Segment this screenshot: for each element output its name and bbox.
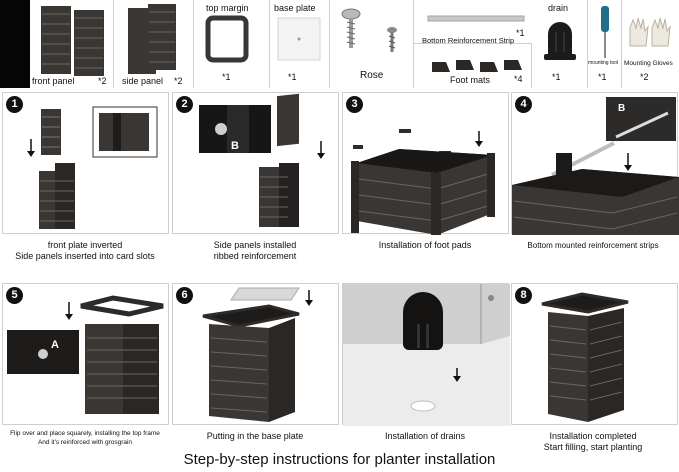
left-black-bar — [0, 0, 30, 88]
reinforcement-strip-qty: *1 — [516, 28, 525, 38]
rose-label: Rose — [360, 70, 384, 81]
step-6-caption: Putting in the base plate — [170, 431, 340, 442]
reinforcement-strip-icon — [427, 15, 525, 22]
step-7-caption: Installation of drains — [340, 431, 510, 442]
side-panel-qty: *2 — [174, 76, 183, 86]
step-6-caption-line1: Putting in the base plate — [206, 431, 304, 441]
part-top-margin: top margin *1 — [194, 0, 270, 88]
gloves-icon — [629, 17, 671, 47]
step-4-illustration: B — [512, 97, 679, 235]
foot-mats-label: Foot mats — [450, 75, 491, 85]
drain-icon — [544, 22, 576, 60]
step-2-panel: 2 B — [172, 92, 339, 234]
step-5-marker: A — [51, 339, 59, 351]
drain-qty: *1 — [552, 72, 561, 82]
side-panel-icon — [128, 4, 176, 74]
step-8-caption: Installation completed Start filling, st… — [508, 431, 678, 453]
top-margin-label: top margin — [206, 3, 249, 13]
step-2-number: 2 — [176, 96, 193, 113]
foot-mats-qty: *4 — [514, 74, 523, 84]
step-2-caption: Side panels installed ribbed reinforceme… — [170, 240, 340, 262]
mounting-tool-qty: *1 — [598, 72, 607, 82]
step-4-caption: Bottom mounted reinforcement strips — [508, 240, 678, 251]
step-1-caption: front plate inverted Side panels inserte… — [0, 240, 170, 262]
step-3-number: 3 — [346, 96, 363, 113]
step-4-caption-line1: Bottom mounted reinforcement strips — [527, 241, 659, 250]
step-4-marker: B — [618, 103, 625, 114]
front-panel-label: front panel — [32, 76, 75, 86]
step-5-caption: Flip over and place squarely, installing… — [0, 429, 170, 447]
step-5-panel: 5 A — [2, 283, 169, 425]
step-2-illustration: B — [199, 93, 325, 227]
top-margin-icon — [205, 15, 249, 63]
step-2-caption-line1: Side panels installed — [213, 240, 297, 250]
part-mounting-gloves: Mounting Gloves *2 — [622, 0, 679, 88]
part-base-plate: base plate *1 — [270, 0, 330, 88]
screwdriver-icon — [601, 6, 609, 58]
front-panel-icon — [41, 6, 104, 76]
base-plate-label: base plate — [274, 3, 316, 13]
step-6-number: 6 — [176, 287, 193, 304]
step-1-caption-line2: Side panels inserted into card slots — [15, 251, 155, 261]
step-4-panel: 4 B — [511, 92, 679, 235]
step-6-illustration — [202, 287, 313, 422]
screw-icon — [341, 8, 397, 52]
step-1-illustration — [27, 106, 158, 229]
step-8-panel: 8 — [511, 283, 678, 425]
instructions-title: Step-by-step instructions for planter in… — [183, 451, 496, 468]
part-side-panel: side panel *2 — [114, 0, 194, 88]
step-6-panel: 6 — [172, 283, 339, 425]
drain-label: drain — [548, 3, 569, 13]
step-1-caption-line1: front plate inverted — [47, 240, 123, 250]
step-5-caption-line2: And it's reinforced with grosgrain — [37, 439, 133, 446]
step-5-number: 5 — [6, 287, 23, 304]
part-rose: Rose — [330, 0, 414, 88]
step-2-marker: B — [231, 140, 239, 152]
step-5-illustration: A — [7, 295, 164, 414]
reinforcement-strip-label: Bottom Reinforcement Strip — [422, 36, 515, 45]
part-front-panel: front panel *2 — [30, 0, 114, 88]
step-8-number: 8 — [515, 287, 532, 304]
step-3-panel: 3 — [342, 92, 509, 235]
step-8-caption-line2: Start filling, start planting — [543, 442, 643, 452]
mounting-gloves-label: Mounting Gloves — [624, 60, 673, 67]
step-3-caption: Installation of foot pads — [340, 240, 510, 251]
foot-mat-icon — [432, 60, 522, 72]
step-8-illustration — [541, 292, 629, 422]
step-1-panel: 1 — [2, 92, 169, 234]
part-drain: drain *1 — [532, 0, 588, 88]
part-foot-mats: Foot mats *4 — [414, 44, 532, 88]
mounting-tool-label: mounting tool — [588, 60, 619, 66]
part-mounting-tool: mounting tool *1 — [588, 0, 622, 88]
step-7-panel: 7 — [342, 283, 510, 426]
side-panel-label: side panel — [122, 76, 164, 86]
base-plate-qty: *1 — [288, 72, 297, 82]
front-panel-qty: *2 — [98, 76, 107, 86]
top-margin-qty: *1 — [222, 72, 231, 82]
step-8-caption-line1: Installation completed — [549, 431, 637, 441]
step-7-illustration — [343, 284, 510, 426]
parts-list: front panel *2 side panel *2 top margin … — [0, 0, 679, 88]
step-4-number: 4 — [515, 96, 532, 113]
step-3-caption-line1: Installation of foot pads — [378, 240, 472, 250]
base-plate-icon — [277, 17, 321, 61]
step-1-number: 1 — [6, 96, 23, 113]
mounting-gloves-qty: *2 — [640, 72, 649, 82]
part-reinforcement-strip: Bottom Reinforcement Strip *1 — [414, 0, 532, 45]
step-3-illustration — [351, 129, 495, 235]
step-5-caption-line1: Flip over and place squarely, installing… — [10, 430, 160, 437]
step-2-caption-line2: ribbed reinforcement — [213, 251, 297, 261]
step-7-caption-line1: Installation of drains — [384, 431, 466, 441]
